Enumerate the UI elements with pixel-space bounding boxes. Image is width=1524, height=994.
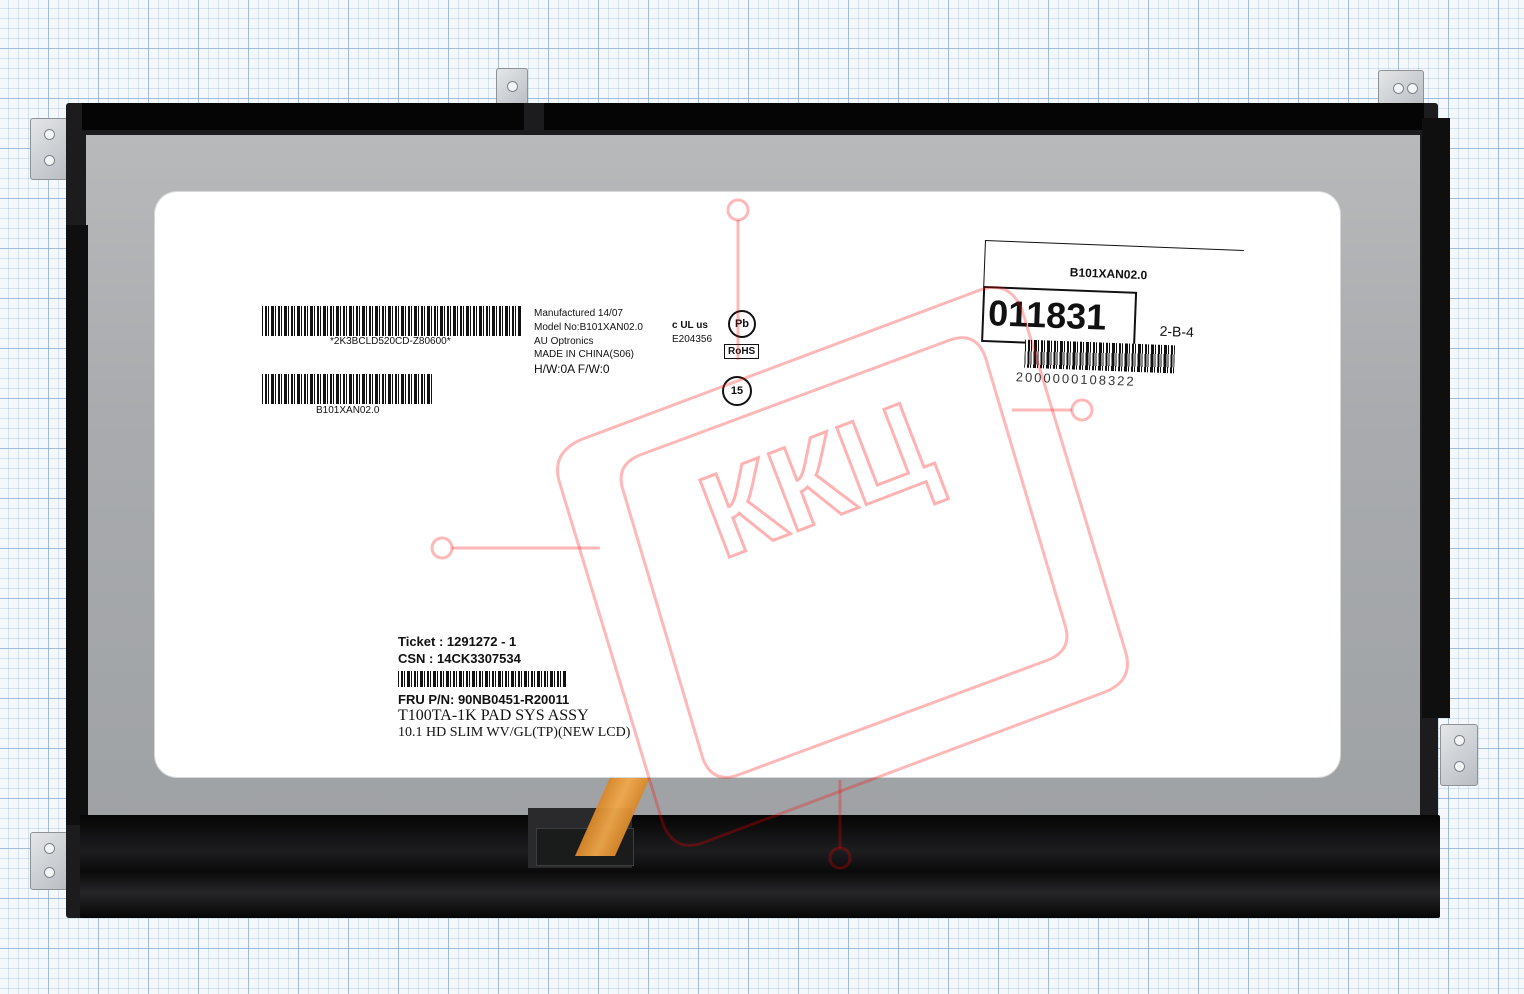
top-tape-right (544, 103, 1424, 130)
left-edge-strip (66, 225, 88, 825)
bracket-hole (1454, 735, 1465, 746)
bracket-hole (44, 155, 55, 166)
bracket-top-left (30, 118, 68, 180)
right-edge-strip (1422, 118, 1450, 718)
lead-free-label: Pb (734, 318, 750, 330)
csn-number: CSN : 14CK3307534 (398, 651, 521, 666)
ticket-barcode (398, 671, 566, 687)
top-tape-left (82, 103, 524, 130)
bracket-top-right (1378, 70, 1424, 108)
bracket-hole (44, 867, 55, 878)
bracket-hole (44, 843, 55, 854)
model-number: Model No:B101XAN02.0 (534, 322, 643, 333)
sticker-barcode (1024, 339, 1176, 374)
bracket-hole (44, 129, 55, 140)
recycle-15-label: 15 (730, 385, 744, 397)
sticker-model: B101XAN02.0 (1069, 265, 1148, 283)
ticket-number: Ticket : 1291272 - 1 (398, 634, 517, 649)
barcode-serial-caption: *2K3BCLD520CD-Z80600* (330, 336, 451, 347)
bracket-bottom-left (30, 832, 68, 890)
ul-mark: c UL us (672, 320, 708, 331)
recycle-15-icon: 15 (722, 376, 752, 406)
ticket-line-1: T100TA-1K PAD SYS ASSY (398, 707, 589, 724)
bracket-right-middle (1440, 724, 1478, 786)
ul-number: E204356 (672, 334, 713, 345)
bracket-hole (1407, 83, 1418, 94)
made-in: MADE IN CHINA(S06) (534, 349, 635, 360)
barcode-model-caption: B101XAN02.0 (316, 405, 380, 416)
bottom-black-tape (80, 815, 1440, 918)
ticket-line-2: 10.1 HD SLIM WV/GL(TP)(NEW LCD) (398, 725, 631, 740)
barcode-serial (262, 306, 522, 336)
bracket-hole (1393, 83, 1404, 94)
sticker-number: 011831 (987, 292, 1108, 338)
bracket-hole (507, 81, 518, 92)
lead-free-icon: Pb (728, 310, 756, 338)
hw-fw-version: H/W:0A F/W:0 (534, 362, 610, 376)
rohs-badge: RoHS (724, 344, 760, 359)
fru-part-number: FRU P/N: 90NB0451-R20011 (398, 692, 570, 707)
sticker-location: 2-B-4 (1159, 322, 1195, 341)
maker-name: AU Optronics (534, 336, 594, 347)
bracket-top-middle (496, 68, 528, 108)
sticker-barcode-number: 2000000108322 (1015, 369, 1136, 389)
barcode-model (262, 374, 434, 404)
stock-sticker: B101XAN02.0 011831 2-B-4 2000000108322 (979, 240, 1245, 418)
manufactured-date: Manufactured 14/07 (534, 308, 623, 319)
white-label-film (155, 192, 1340, 777)
bracket-hole (1454, 761, 1465, 772)
